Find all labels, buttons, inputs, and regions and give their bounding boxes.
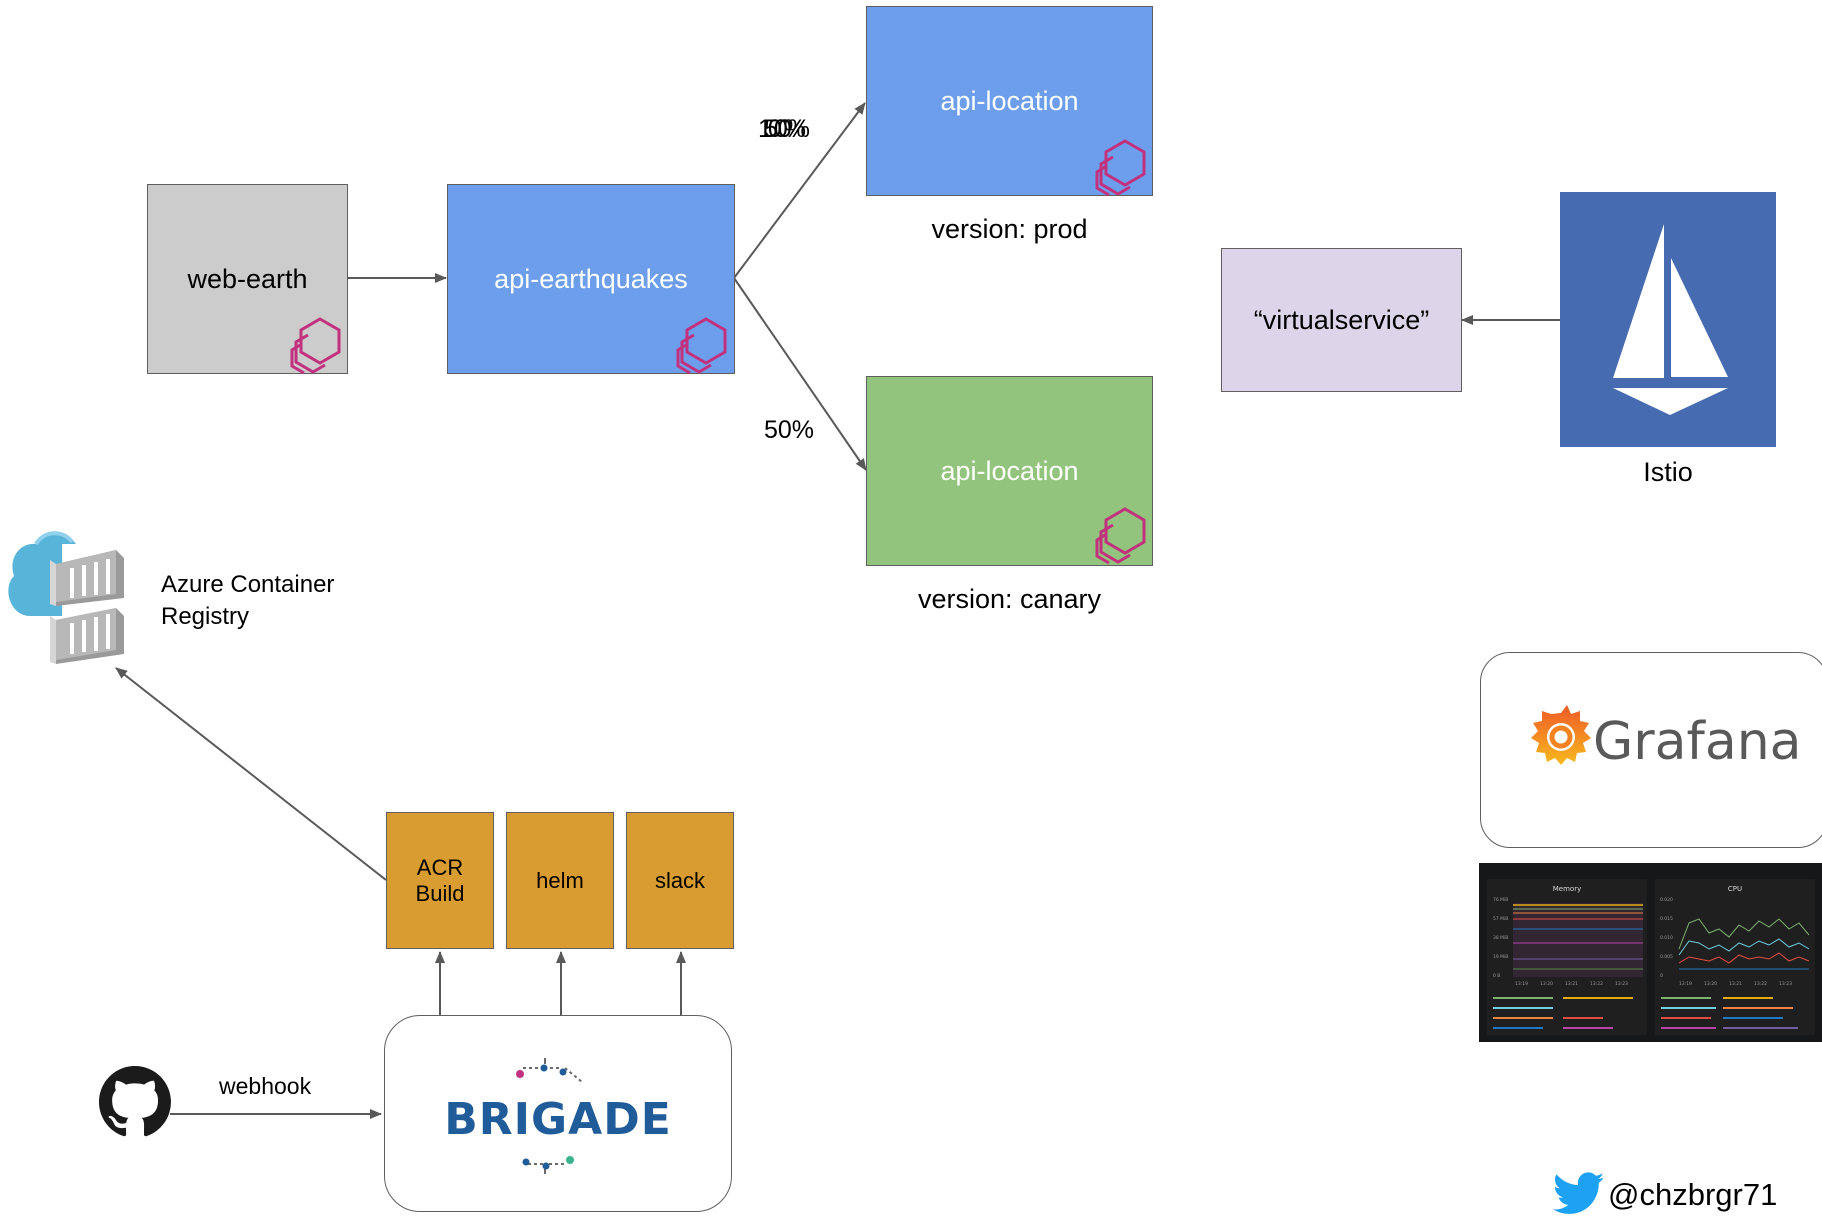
memory-tick: 76 MiB [1493,897,1508,903]
task-helm-label: helm [536,867,584,893]
task-acr-build-label: ACR Build [415,854,465,906]
task-helm: helm [506,812,614,949]
memory-tick: 38 MiB [1493,935,1508,941]
node-web-earth: web-earth [147,184,348,374]
github-icon [99,1066,171,1137]
cpu-tick: 0.020 [1660,897,1673,903]
brigade-logo: BRIGADE [448,1058,668,1174]
webhook-label: webhook [219,1073,312,1099]
azure-container-registry-icon [8,531,124,664]
cpu-panel-title: CPU [1728,885,1742,893]
time-tick: 13:19 [1515,981,1528,987]
time-tick: 13:22 [1590,981,1603,987]
envoy-icon [676,317,727,375]
node-api-earthquakes: api-earthquakes [447,184,735,374]
memory-plot [1513,903,1643,977]
task-slack-label: slack [654,867,706,893]
memory-tick: 19 MiB [1493,954,1508,960]
cpu-tick: 0.015 [1660,916,1673,922]
node-api-earthquakes-label: api-earthquakes [494,263,688,294]
time-tick: 13:21 [1729,981,1742,987]
task-acr-build: ACR Build [386,812,494,949]
envoy-icon [1095,139,1146,197]
version-prod-label: version: prod [931,214,1088,244]
node-web-earth-label: web-earth [187,263,308,294]
twitter-handle[interactable]: @chzbrgr71 [1608,1177,1778,1212]
version-canary-label: version: canary [917,584,1102,614]
edge-acrbuild-to-registry [115,667,387,881]
dashboard-panels: Memory CPU 76 MiB 57 MiB 38 MiB 19 MiB 0… [1487,879,1815,1035]
dashboard-legends [1493,997,1798,1029]
memory-tick: 0 B [1493,973,1500,979]
time-tick: 13:21 [1565,981,1578,987]
node-grafana: Grafana [1480,652,1822,848]
istio-sail-icon [1613,224,1728,415]
cpu-tick: 0.005 [1660,954,1673,960]
cpu-tick: 0 [1660,973,1663,979]
prod-weight-label-b: 50% [764,115,806,143]
node-api-location-prod-label: api-location [940,85,1079,116]
memory-panel-title: Memory [1553,885,1581,893]
time-tick: 13:19 [1679,981,1692,987]
cpu-plot [1678,918,1810,970]
edge-earthquakes-to-canary [733,277,867,471]
istio-label: Istio [1643,457,1693,487]
time-tick: 13:23 [1615,981,1628,987]
envoy-icon [290,317,341,375]
grafana-logo-text: Grafana [1593,712,1802,772]
memory-tick: 57 MiB [1493,916,1508,922]
cpu-tick: 0.010 [1660,935,1673,941]
edge-earthquakes-to-prod [733,102,866,279]
twitter-icon [1553,1172,1605,1214]
acr-label-line2: Registry [161,603,250,630]
brigade-logo-text: BRIGADE [448,1094,668,1145]
time-tick: 13:20 [1704,981,1717,987]
grafana-logo: Grafana [1531,705,1802,772]
prod-weight-label-a: 100% [758,115,810,143]
canary-weight-label: 50% [764,416,815,444]
node-api-location-canary-label: api-location [940,455,1079,486]
envoy-icon [1095,507,1146,565]
node-brigade: BRIGADE [384,1015,732,1212]
time-tick: 13:23 [1779,981,1792,987]
istio-logo [1560,192,1776,447]
node-virtualservice-label: “virtualservice” [1253,304,1430,335]
time-tick: 13:20 [1540,981,1553,987]
grafana-dashboard-thumbnail: Memory CPU 76 MiB 57 MiB 38 MiB 19 MiB 0… [1479,863,1822,1042]
acr-label-line1: Azure Container [161,571,335,598]
task-slack: slack [626,812,734,949]
node-virtualservice: “virtualservice” [1221,248,1462,392]
time-tick: 13:22 [1754,981,1767,987]
